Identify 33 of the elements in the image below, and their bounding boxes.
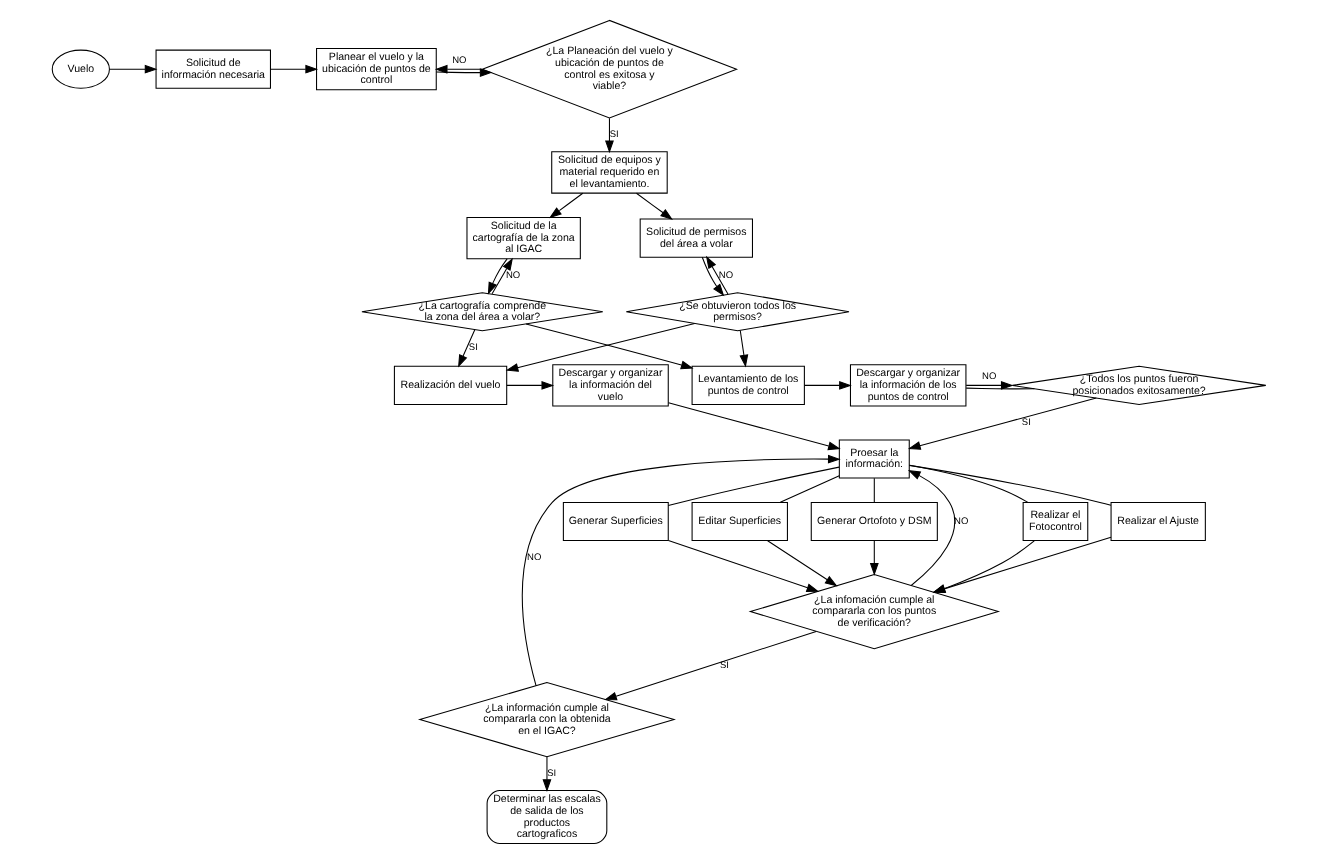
arrow: [525, 323, 694, 370]
arrow: [869, 540, 879, 576]
arrow: [487, 258, 508, 295]
arrow: [491, 257, 513, 295]
connector: [965, 387, 1035, 390]
arrow: [270, 64, 319, 74]
arrow: [549, 192, 584, 219]
arrow: [521, 454, 841, 687]
arrow: [907, 470, 956, 586]
connector: [908, 464, 1112, 506]
arrow: [932, 540, 1035, 593]
connector: [908, 464, 1029, 503]
arrow: [739, 329, 749, 368]
connector: [873, 477, 875, 503]
arrow: [434, 64, 483, 74]
arrow: [803, 380, 852, 390]
arrow: [767, 540, 838, 587]
connector: [779, 475, 840, 503]
arrow: [605, 117, 614, 154]
arrow: [965, 380, 1014, 390]
arrow: [604, 630, 817, 701]
arrow: [109, 64, 158, 74]
arrow: [458, 329, 476, 368]
connector: [667, 466, 840, 507]
arrow: [435, 68, 493, 78]
arrow: [932, 536, 1112, 593]
arrow: [542, 756, 552, 792]
arrow: [907, 397, 1097, 450]
arrow: [667, 402, 841, 451]
arrow: [506, 380, 555, 390]
arrow: [505, 323, 696, 372]
arrow: [635, 192, 673, 220]
arrow: [667, 539, 820, 592]
